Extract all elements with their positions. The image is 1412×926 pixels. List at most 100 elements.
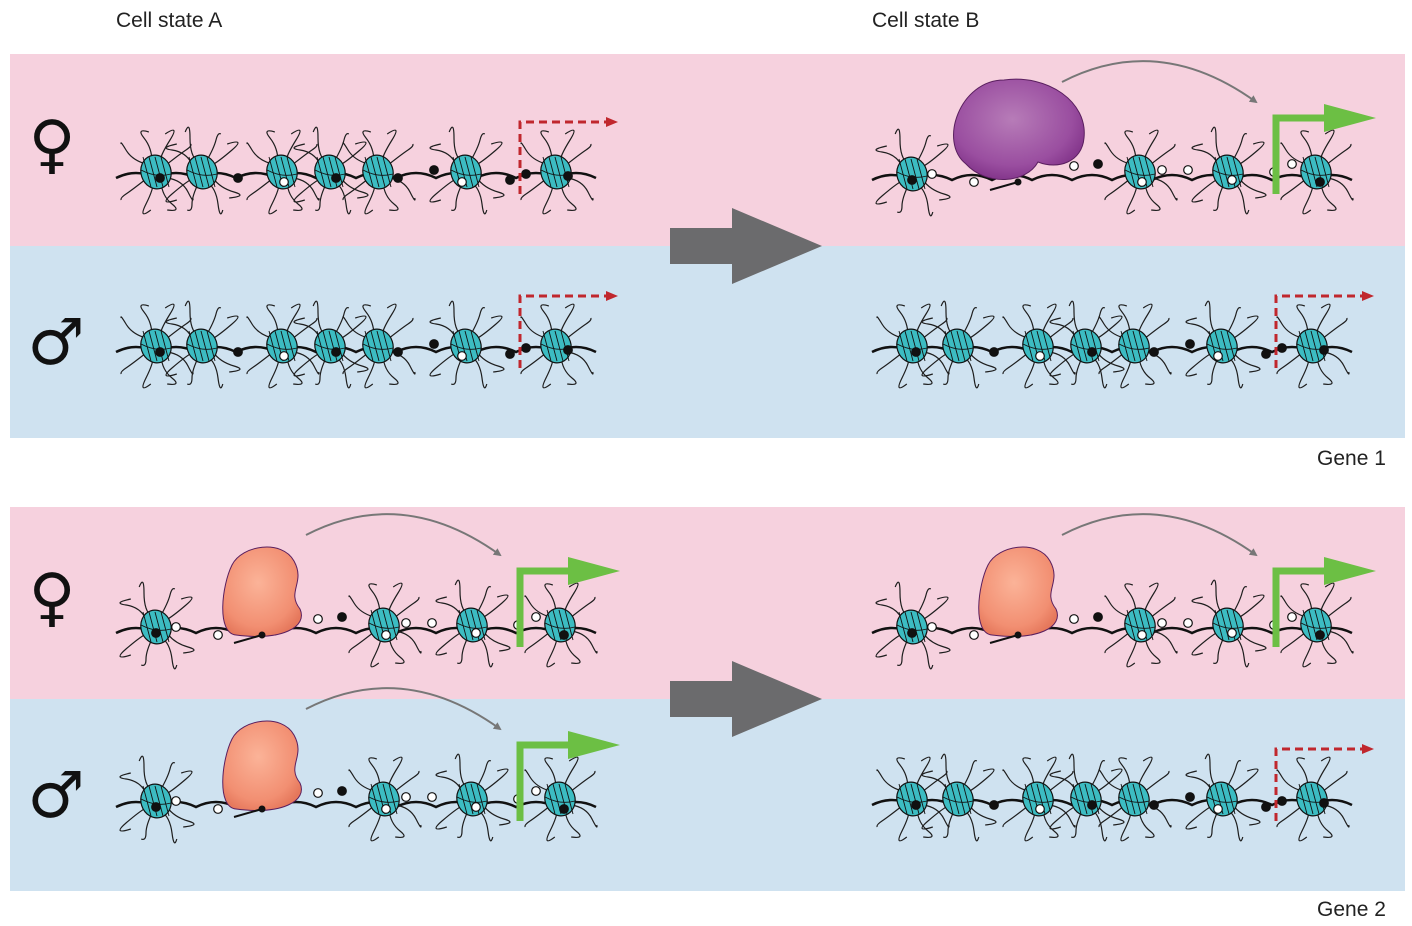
gene-1-a-male-chromatin xyxy=(115,291,618,389)
nucleosome xyxy=(119,581,195,670)
methylated-site xyxy=(559,804,569,814)
active-promoter-arrow xyxy=(516,741,575,821)
gene-1-female-symbol: ♀ xyxy=(29,108,76,182)
unmethylated-site xyxy=(1069,614,1079,624)
nucleosome xyxy=(342,303,416,389)
header-cell-state-a: Cell state A xyxy=(116,9,223,32)
gene-2-label: Gene 2 xyxy=(1317,898,1386,921)
methylated-site xyxy=(1093,159,1103,169)
methylated-site xyxy=(429,339,439,349)
unmethylated-site xyxy=(1069,161,1079,171)
unmethylated-site xyxy=(381,630,391,640)
unmethylated-site xyxy=(171,796,181,806)
dna-fiber xyxy=(115,626,597,635)
nucleosome xyxy=(1191,579,1267,668)
nucleosome xyxy=(1002,303,1076,389)
nucleosome xyxy=(1185,753,1261,842)
unmethylated-site xyxy=(1183,618,1193,628)
inactive-promoter-arrow xyxy=(1274,747,1364,821)
unmethylated-site xyxy=(1213,351,1223,361)
nucleosome xyxy=(1104,582,1178,668)
unmethylated-site xyxy=(171,622,181,632)
methylated-site xyxy=(393,173,403,183)
activation-curved-arrow xyxy=(1061,60,1258,104)
unmethylated-site xyxy=(531,612,541,622)
methylated-site xyxy=(989,347,999,357)
nucleosome xyxy=(921,300,997,389)
active-arrowhead xyxy=(1324,104,1376,132)
orange-activator-protein xyxy=(222,546,302,637)
active-arrowhead xyxy=(568,557,620,585)
unmethylated-site xyxy=(1157,165,1167,175)
gene-1-b-female-chromatin xyxy=(871,60,1376,217)
inactive-promoter-arrow xyxy=(518,294,608,368)
unmethylated-site xyxy=(1183,165,1193,175)
nucleosome xyxy=(165,300,241,389)
methylated-site xyxy=(1261,802,1271,812)
unmethylated-site xyxy=(927,169,937,179)
methylated-site xyxy=(1261,349,1271,359)
unmethylated-site xyxy=(213,630,223,640)
nucleosome xyxy=(1098,303,1172,389)
gene-1-male-band xyxy=(10,246,1405,438)
active-promoter-arrow xyxy=(1272,114,1331,194)
unmethylated-site xyxy=(427,618,437,628)
unmethylated-site xyxy=(401,792,411,802)
unmethylated-site xyxy=(531,786,541,796)
methylated-site xyxy=(1185,339,1195,349)
methylated-site xyxy=(521,343,531,353)
methylated-site xyxy=(1277,796,1287,806)
unmethylated-site xyxy=(457,351,467,361)
inactive-promoter-arrow xyxy=(518,120,608,194)
methylated-site xyxy=(337,786,347,796)
unmethylated-site xyxy=(1227,628,1237,638)
dna-fiber xyxy=(115,800,597,809)
unmethylated-site xyxy=(969,177,979,187)
methylated-site xyxy=(1149,347,1159,357)
unmethylated-site xyxy=(381,804,391,814)
gene-2-male-band xyxy=(10,699,1405,891)
methylated-site xyxy=(1087,800,1097,810)
inactive-arrowhead xyxy=(606,117,618,127)
purple-activator-protein xyxy=(953,78,1085,180)
unmethylated-site xyxy=(313,788,323,798)
active-arrowhead xyxy=(568,731,620,759)
nucleosome xyxy=(119,755,195,844)
methylated-site xyxy=(155,173,165,183)
methylated-site xyxy=(393,347,403,357)
unmethylated-site xyxy=(1137,177,1147,187)
methylated-site xyxy=(907,175,917,185)
methylated-site xyxy=(233,173,243,183)
nucleosome xyxy=(1276,303,1350,389)
methylated-site xyxy=(1093,612,1103,622)
gene-1-a-female-chromatin xyxy=(115,117,618,215)
nucleosome xyxy=(1002,756,1076,842)
unmethylated-site xyxy=(279,177,289,187)
methylated-site xyxy=(331,173,341,183)
methylated-site xyxy=(331,347,341,357)
nucleosome xyxy=(520,129,594,215)
methylated-site xyxy=(559,630,569,640)
active-promoter-arrow xyxy=(516,567,575,647)
activation-curved-arrow xyxy=(305,687,502,731)
methylated-site xyxy=(1277,343,1287,353)
unmethylated-site xyxy=(471,628,481,638)
methylated-site xyxy=(563,345,573,355)
unmethylated-site xyxy=(1287,159,1297,169)
methylated-site xyxy=(429,165,439,175)
methylated-site xyxy=(911,800,921,810)
unmethylated-site xyxy=(1035,351,1045,361)
methylated-site xyxy=(505,175,515,185)
gene-2-b-female-chromatin xyxy=(871,513,1376,670)
methylated-site xyxy=(521,169,531,179)
unmethylated-site xyxy=(927,622,937,632)
gene-2-male-symbol: ♂ xyxy=(27,759,84,833)
active-promoter-arrow xyxy=(1272,567,1331,647)
methylated-site xyxy=(911,347,921,357)
nucleosome xyxy=(875,581,951,670)
activation-curved-arrow xyxy=(305,513,502,557)
methylated-site xyxy=(151,628,161,638)
dna-fiber xyxy=(871,626,1353,635)
nucleosome xyxy=(1185,300,1261,389)
unmethylated-site xyxy=(427,792,437,802)
